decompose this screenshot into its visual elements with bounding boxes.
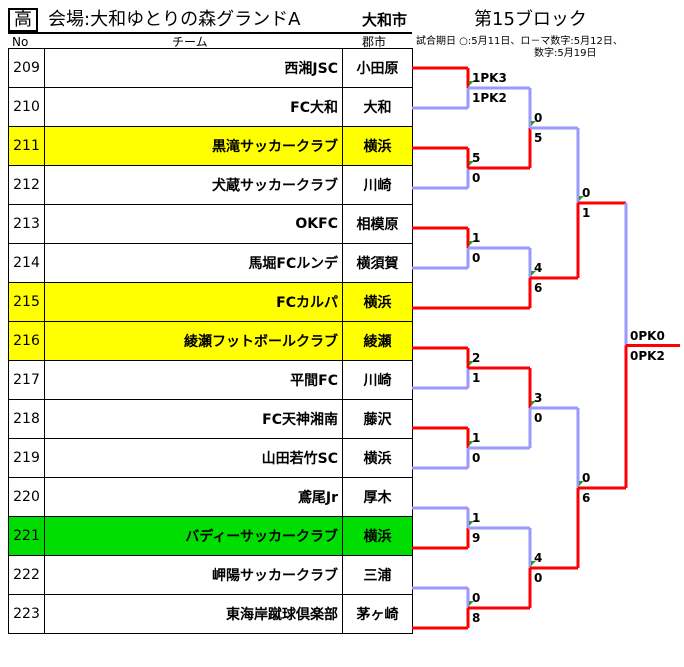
team-name: 平間FC <box>44 360 343 400</box>
match-marker <box>531 401 536 406</box>
team-name: FC天神湘南 <box>44 399 343 439</box>
team-area: 三浦 <box>342 555 413 595</box>
score-label: 2 <box>472 351 481 365</box>
score-label: 9 <box>472 531 481 545</box>
team-area: 相模原 <box>342 204 413 244</box>
team-area: 横浜 <box>342 126 413 166</box>
team-area: 藤沢 <box>342 399 413 439</box>
team-area: 川崎 <box>342 165 413 205</box>
match-marker <box>469 161 474 166</box>
team-name: 黒滝サッカークラブ <box>44 126 343 166</box>
score-label: 1 <box>472 511 481 525</box>
team-name: 東海岸蹴球倶楽部 <box>44 594 343 634</box>
team-number: 222 <box>8 555 45 595</box>
team-name: 西湘JSC <box>44 48 343 88</box>
match-marker <box>531 561 536 566</box>
team-number: 215 <box>8 282 45 322</box>
level-badge: 高 <box>8 8 38 32</box>
match-marker <box>579 196 584 201</box>
team-number: 220 <box>8 477 45 517</box>
column-header-team: チーム <box>172 35 208 49</box>
score-label: 0 <box>534 411 543 425</box>
team-area: 茅ヶ崎 <box>342 594 413 634</box>
team-number: 223 <box>8 594 45 634</box>
title-underline <box>8 32 412 34</box>
score-label: 0PK2 <box>630 348 665 363</box>
column-header-area: 郡市 <box>362 35 387 49</box>
score-label: 1 <box>472 371 481 385</box>
score-label: 0 <box>534 571 543 585</box>
match-marker <box>579 481 584 486</box>
team-number: 212 <box>8 165 45 205</box>
venue-title: 会場:大和ゆとりの森グランドA <box>48 9 301 30</box>
score-label: 1 <box>472 431 481 445</box>
team-number: 218 <box>8 399 45 439</box>
match-marker <box>469 521 474 526</box>
score-label: 0PK0 <box>630 328 665 343</box>
score-label: 0 <box>472 451 481 465</box>
team-area: 厚木 <box>342 477 413 517</box>
team-number: 219 <box>8 438 45 478</box>
score-label: 0 <box>582 471 591 485</box>
score-label: 6 <box>582 491 591 505</box>
score-label: 1 <box>582 206 591 220</box>
block-title: 第15ブロック <box>474 9 587 30</box>
match-marker <box>531 121 536 126</box>
team-number: 214 <box>8 243 45 283</box>
team-number: 211 <box>8 126 45 166</box>
match-marker <box>469 241 474 246</box>
score-label: 1PK3 <box>472 71 507 85</box>
score-label: 5 <box>534 131 543 145</box>
team-name: 岬陽サッカークラブ <box>44 555 343 595</box>
team-name: FCカルパ <box>44 282 343 322</box>
score-label: 0 <box>472 171 481 185</box>
schedule-note-line2: 数字:5月19日 <box>534 48 597 59</box>
schedule-note-line1: 試合期日 ○:5月11日、ロ－マ数字:5月12日、 <box>416 36 623 47</box>
team-area: 横浜 <box>342 438 413 478</box>
score-label: 0 <box>472 251 481 265</box>
score-label: 6 <box>534 281 543 295</box>
score-label: 5 <box>472 151 481 165</box>
team-area: 横浜 <box>342 282 413 322</box>
score-label: 1PK2 <box>472 91 507 105</box>
match-marker <box>469 601 474 606</box>
score-label: 0 <box>582 186 591 200</box>
score-label: 1 <box>472 231 481 245</box>
team-name: 山田若竹SC <box>44 438 343 478</box>
column-header-no: No <box>12 35 29 49</box>
team-area: 川崎 <box>342 360 413 400</box>
match-marker <box>531 271 536 276</box>
score-label: 4 <box>534 261 543 275</box>
team-name: OKFC <box>44 204 343 244</box>
score-label: 0 <box>534 111 543 125</box>
team-area: 横須賀 <box>342 243 413 283</box>
match-marker <box>469 361 474 366</box>
venue-city: 大和市 <box>362 11 408 29</box>
match-marker <box>469 441 474 446</box>
score-label: 3 <box>534 391 543 405</box>
score-label: 8 <box>472 611 481 625</box>
team-area: 横浜 <box>342 516 413 556</box>
score-label: 4 <box>534 551 543 565</box>
team-area: 綾瀬 <box>342 321 413 361</box>
score-label: 0 <box>472 591 481 605</box>
match-marker <box>469 81 474 86</box>
team-area: 小田原 <box>342 48 413 88</box>
